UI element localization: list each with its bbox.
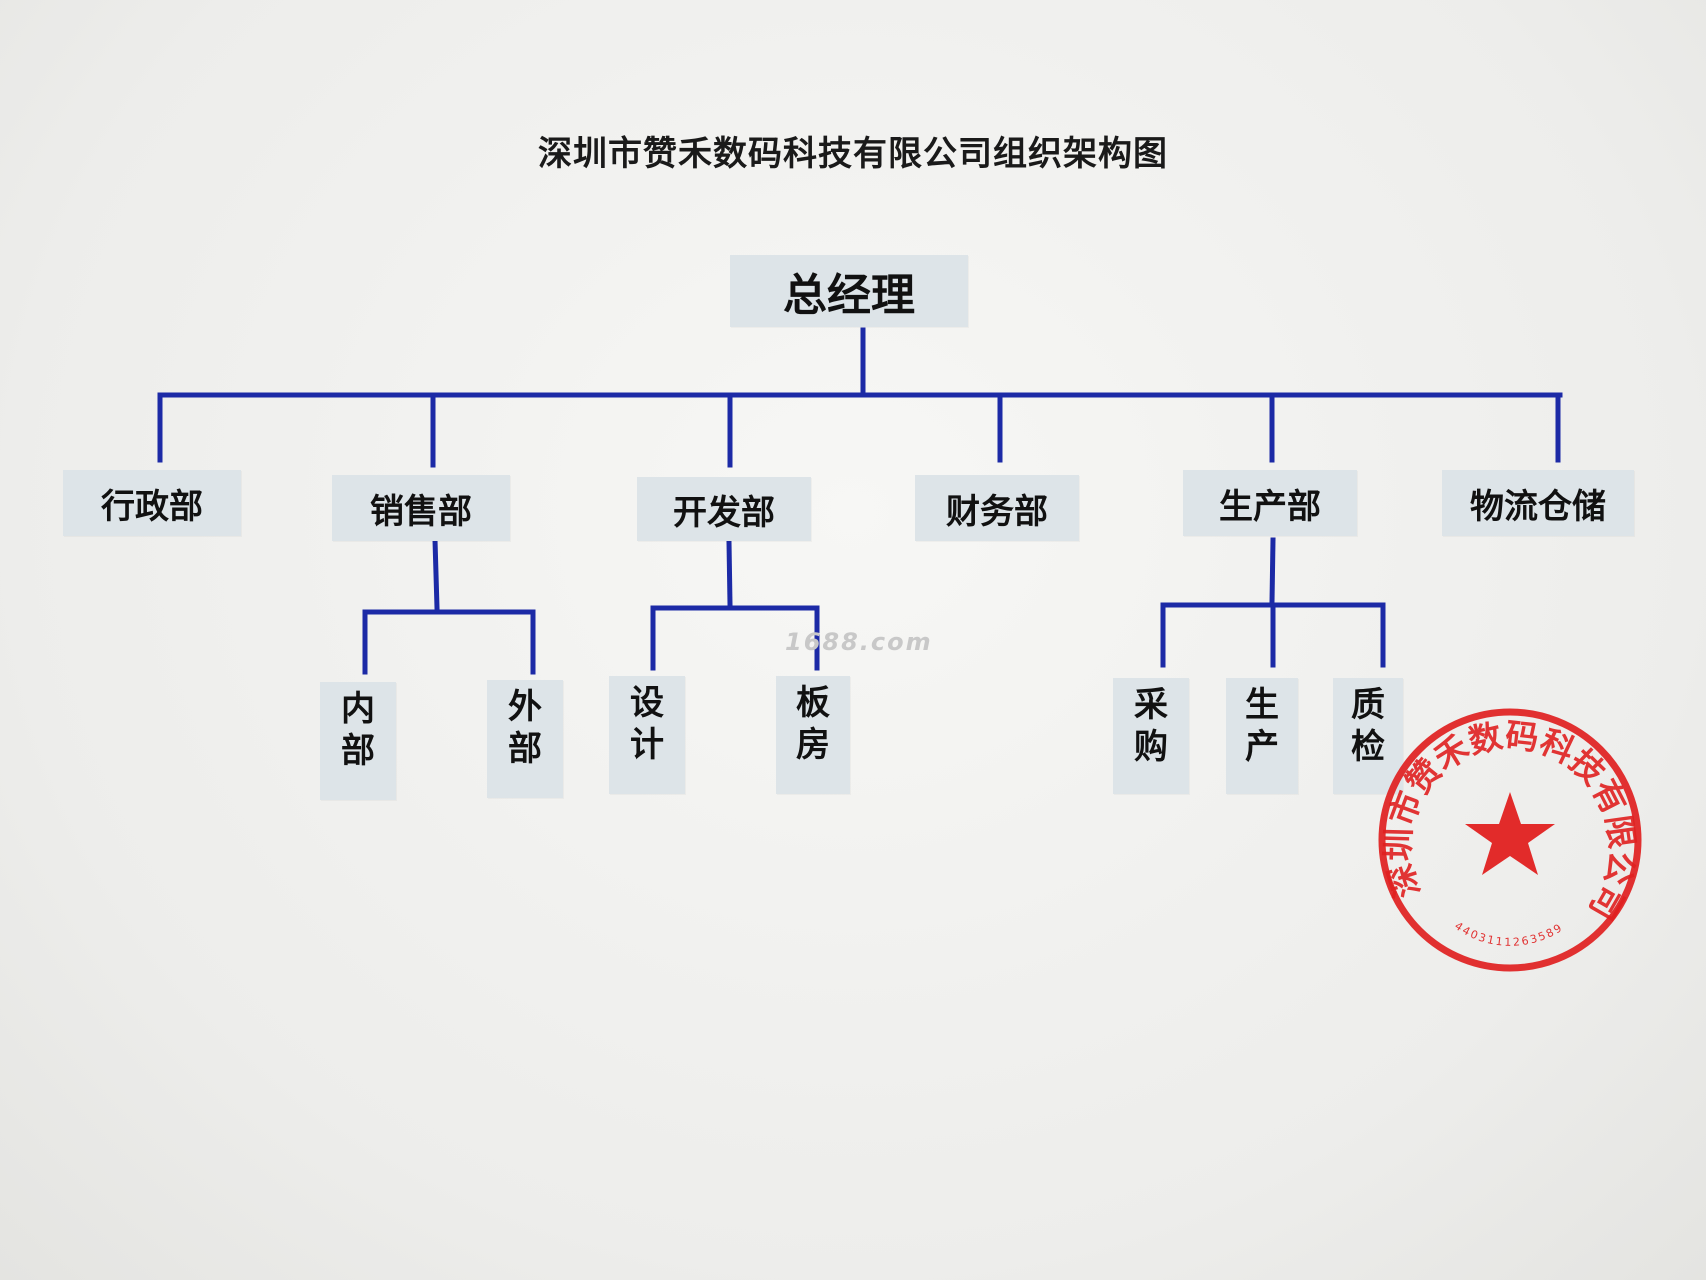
node-dev-sample-room: 板房	[776, 676, 850, 794]
node-general-manager: 总经理	[730, 255, 968, 327]
node-dept-admin: 行政部	[63, 470, 241, 536]
node-dept-sales: 销售部	[332, 475, 510, 541]
node-label: 销售部	[370, 491, 472, 532]
node-dept-development: 开发部	[637, 477, 811, 541]
seal-number: 4403111263589	[1452, 919, 1565, 949]
node-dept-production: 生产部	[1183, 470, 1357, 536]
company-seal: 深圳市赞禾数码科技有限公司 4403111263589	[1378, 708, 1642, 972]
connector-sales-down	[432, 537, 440, 611]
node-prod-purchasing: 采购	[1113, 678, 1189, 794]
node-prod-manufacturing: 生产	[1226, 678, 1298, 794]
node-sales-internal: 内部	[320, 682, 396, 800]
node-label: 生产	[1245, 685, 1279, 767]
node-label: 行政部	[101, 486, 203, 527]
node-label: 外部	[508, 687, 542, 769]
node-label: 物流仓储	[1470, 486, 1606, 527]
node-label: 开发部	[673, 492, 775, 533]
node-label: 总经理	[783, 270, 915, 321]
node-dept-logistics: 物流仓储	[1442, 470, 1634, 536]
watermark: 1688.com	[785, 628, 933, 656]
node-sales-external: 外部	[487, 680, 563, 798]
connector-dev-down	[726, 539, 733, 607]
node-dept-finance: 财务部	[915, 475, 1079, 541]
node-label: 采购	[1134, 685, 1168, 767]
node-label: 板房	[796, 683, 830, 765]
node-label: 财务部	[946, 491, 1048, 532]
node-label: 内部	[341, 689, 375, 771]
node-dev-design: 设计	[609, 676, 685, 794]
chart-title: 深圳市赞禾数码科技有限公司组织架构图	[538, 134, 1168, 174]
node-label: 生产部	[1219, 486, 1321, 527]
node-prod-quality-check: 质检	[1333, 678, 1403, 794]
node-label: 设计	[630, 683, 664, 765]
connector-prod-down	[1269, 537, 1276, 605]
node-label: 质检	[1351, 685, 1385, 767]
seal-star-icon	[1465, 792, 1555, 875]
